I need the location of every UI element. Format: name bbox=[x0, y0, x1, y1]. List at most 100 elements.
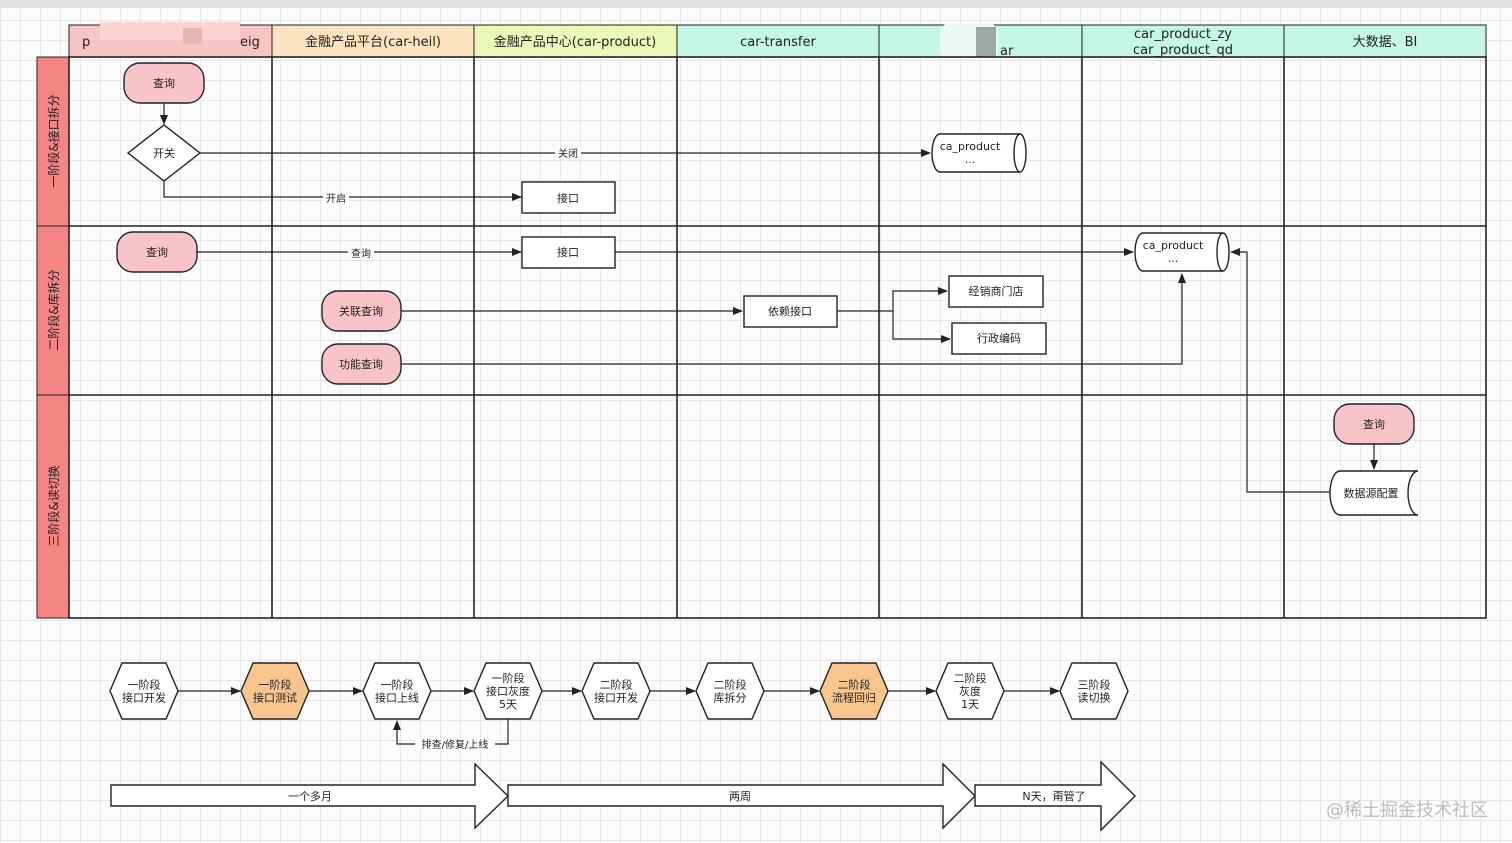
duration-arrow-2 bbox=[507, 762, 976, 830]
timeline-step-label: 接口上线 bbox=[375, 691, 419, 705]
duration-arrows bbox=[110, 760, 1136, 832]
duration-label-3: N天，甭管了 bbox=[1022, 789, 1085, 803]
edge-func-db2 bbox=[401, 273, 1186, 365]
lane-header-2 bbox=[36, 225, 70, 396]
column-header-5-label: ar bbox=[1000, 44, 1014, 59]
column-headers: p eig 金融产品平台(car-heil) 金融产品中心(car-produc… bbox=[68, 22, 1487, 59]
timeline-step-label: 二阶段 bbox=[600, 678, 633, 692]
timeline-step-label: 一阶段 bbox=[381, 678, 414, 692]
column-header-5-redaction-dark bbox=[976, 27, 996, 57]
timeline-step-label: 5天 bbox=[499, 698, 517, 711]
node-api-1[interactable]: 接口 bbox=[521, 181, 616, 214]
column-header-3-label: 金融产品中心(car-product) bbox=[494, 34, 656, 50]
node-switch[interactable]: 开关 bbox=[126, 124, 202, 182]
node-db-1-line1: ca_product bbox=[940, 140, 1001, 153]
diagram-nodes: 查询 开关 接口 ca_product ... 查询 接口 ca_product bbox=[116, 62, 1419, 516]
timeline-step-label: 二阶段 bbox=[838, 678, 871, 692]
timeline-step-label: 流程回归 bbox=[832, 691, 876, 705]
column-header-6-line2: car_product_qd bbox=[1133, 43, 1233, 58]
timeline-step-label: 读切换 bbox=[1078, 691, 1111, 705]
edge-label-open: 开启 bbox=[326, 192, 346, 205]
node-dependency-api[interactable]: 依赖接口 bbox=[743, 295, 838, 328]
node-query-1[interactable]: 查询 bbox=[123, 62, 205, 104]
node-dealer-store-label: 经销商门店 bbox=[969, 284, 1024, 298]
node-function-query-label: 功能查询 bbox=[339, 357, 383, 371]
column-header-2-label: 金融产品平台(car-heil) bbox=[305, 34, 441, 50]
node-api-1-label: 接口 bbox=[557, 192, 579, 205]
timeline-hexagon bbox=[1059, 662, 1129, 720]
column-header-1-right: eig bbox=[240, 35, 260, 50]
timeline-step-label: 接口灰度 bbox=[486, 684, 530, 698]
lane-label-2: 二阶段&库拆分 bbox=[46, 269, 61, 350]
node-switch-label: 开关 bbox=[153, 146, 175, 160]
timeline-step-label: 二阶段 bbox=[954, 671, 987, 685]
edge-label-close: 关闭 bbox=[558, 147, 578, 160]
loop-label: 排查/修复/上线 bbox=[422, 738, 489, 751]
node-admin-code[interactable]: 行政编码 bbox=[951, 322, 1047, 355]
lane-header-3 bbox=[36, 394, 70, 619]
node-db-1[interactable]: ca_product ... bbox=[931, 133, 1027, 173]
timeline-step-label: 一阶段 bbox=[492, 671, 525, 685]
timeline-step-label: 一阶段 bbox=[259, 678, 292, 692]
node-api-2-label: 接口 bbox=[557, 246, 579, 259]
node-dependency-api-label: 依赖接口 bbox=[768, 305, 812, 318]
column-header-redaction-1 bbox=[100, 22, 240, 40]
node-api-2[interactable]: 接口 bbox=[521, 236, 616, 269]
node-related-query[interactable]: 关联查询 bbox=[321, 290, 402, 332]
node-db-1-line2: ... bbox=[965, 153, 976, 166]
lane-labels: 一阶段&接口拆分 二阶段&库拆分 三阶段&读切换 bbox=[36, 56, 70, 619]
column-header-7 bbox=[1283, 24, 1487, 58]
node-function-query[interactable]: 功能查询 bbox=[321, 343, 402, 385]
window-top-bar bbox=[0, 0, 1512, 8]
node-db-2[interactable]: ca_product ... bbox=[1134, 232, 1230, 272]
swimlane-grid bbox=[68, 56, 1487, 619]
timeline-step-label: 库拆分 bbox=[714, 691, 747, 705]
timeline-step-label: 三阶段 bbox=[1078, 678, 1111, 692]
timeline-step-label: 二阶段 bbox=[714, 678, 747, 692]
timeline-loop: 排查/修复/上线 bbox=[393, 719, 509, 751]
node-db-2-line2: ... bbox=[1168, 252, 1179, 265]
node-datasource-config[interactable]: 数据源配置 bbox=[1329, 470, 1419, 516]
edge-switch-open bbox=[163, 181, 522, 201]
edge-dep-dealer bbox=[892, 287, 948, 311]
node-related-query-label: 关联查询 bbox=[339, 304, 383, 318]
timeline-step-label: 一阶段 bbox=[128, 678, 161, 692]
lane-header-1 bbox=[36, 56, 70, 227]
edge-ds-db2 bbox=[1230, 248, 1330, 493]
timeline-step-label: 灰度 bbox=[959, 684, 981, 698]
node-query-3[interactable]: 查询 bbox=[1333, 403, 1415, 445]
edge-labels: 关闭 开启 查询 bbox=[323, 147, 581, 260]
watermark: @稀土掘金技术社区 bbox=[1326, 800, 1488, 821]
node-db-2-line1: ca_product bbox=[1143, 239, 1204, 252]
duration-arrow-3 bbox=[974, 760, 1136, 832]
timeline-step-label: 接口开发 bbox=[122, 691, 166, 705]
lane-label-1: 一阶段&接口拆分 bbox=[46, 94, 61, 187]
column-header-redaction-2 bbox=[183, 28, 202, 44]
timeline-step-label: 接口测试 bbox=[253, 692, 297, 705]
column-header-2 bbox=[271, 24, 475, 58]
edge-dep-admin bbox=[892, 311, 951, 343]
node-datasource-config-label: 数据源配置 bbox=[1344, 486, 1399, 500]
timeline-step-label: 接口开发 bbox=[594, 691, 638, 705]
column-header-4-label: car-transfer bbox=[740, 35, 816, 50]
duration-arrow-1 bbox=[110, 762, 510, 830]
duration-label-2: 两周 bbox=[729, 790, 751, 803]
node-query-1-label: 查询 bbox=[153, 76, 175, 90]
node-dealer-store[interactable]: 经销商门店 bbox=[948, 275, 1044, 308]
lane-label-3: 三阶段&读切换 bbox=[46, 465, 61, 546]
edge-label-query: 查询 bbox=[351, 247, 371, 260]
column-header-7-label: 大数据、BI bbox=[1353, 35, 1418, 50]
timeline-step-label: 1天 bbox=[961, 698, 979, 711]
node-query-2[interactable]: 查询 bbox=[116, 231, 198, 273]
node-query-3-label: 查询 bbox=[1363, 417, 1385, 431]
